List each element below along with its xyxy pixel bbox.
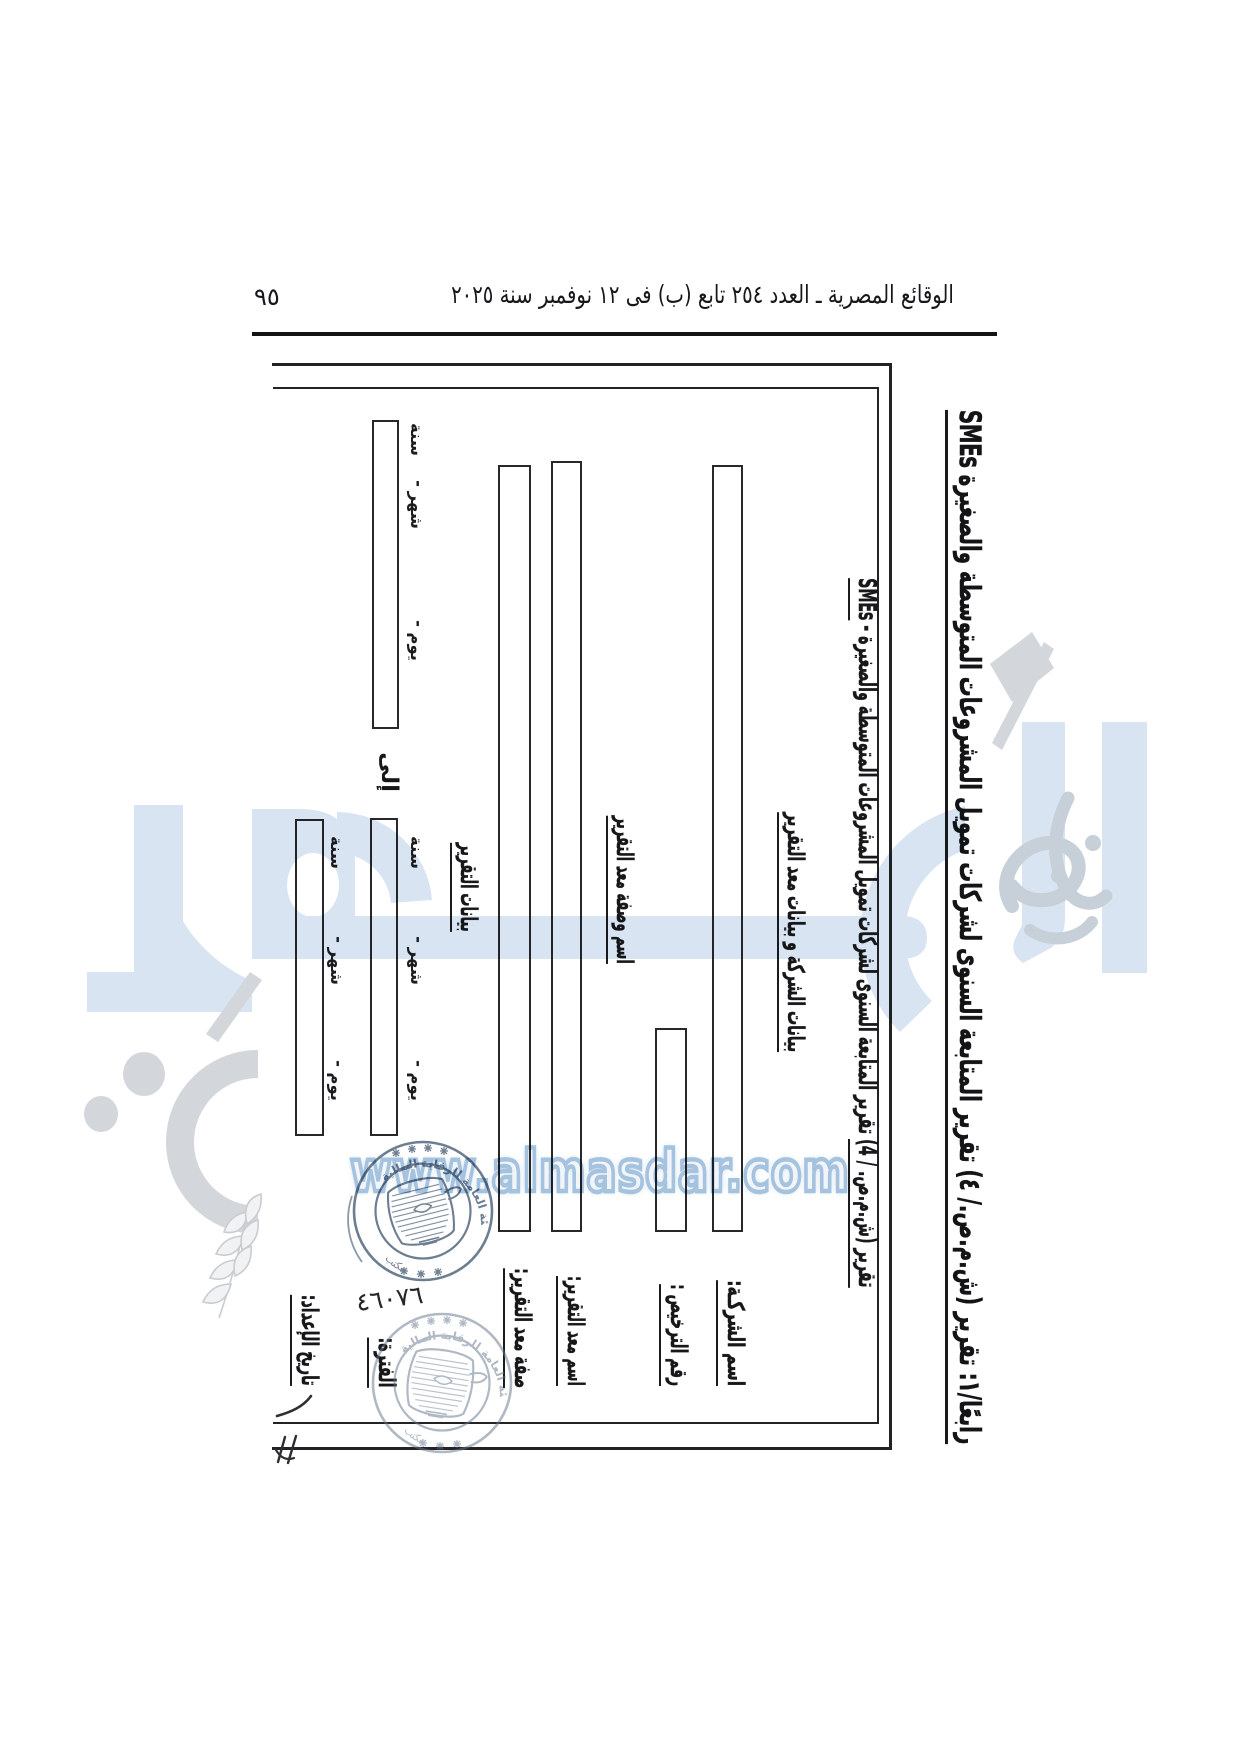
form-inner-title: تقرير (ش.م.ص. / 4) تقرير المتابعة السنوى…: [848, 578, 882, 1288]
section-report-data: بيانات التقرير: [450, 843, 481, 932]
page-number: ٩٥: [254, 283, 280, 311]
license-number-label: رقم الترخيص :: [659, 1284, 691, 1386]
section-preparer: اسم وصفة معد التقرير: [606, 816, 637, 964]
header-rule: [252, 332, 997, 336]
period-from-field[interactable]: [370, 818, 398, 1136]
period-label: الفترة:: [367, 1338, 399, 1388]
unit-dash: -: [329, 1060, 348, 1067]
period-to-label: إلى: [376, 752, 402, 792]
unit-month: شهر: [407, 491, 426, 529]
unit-dash: -: [409, 480, 428, 487]
company-name-field[interactable]: [712, 465, 743, 1232]
period-to-field[interactable]: [372, 420, 399, 729]
prepared-date-field[interactable]: [295, 819, 324, 1136]
unit-year: سنة: [327, 836, 346, 869]
gazette-header-title: الوقائع المصرية ـ العدد ٢٥٤ تابع (ب) فى …: [451, 280, 954, 309]
unit-dash: -: [409, 620, 428, 627]
section-company-data: بيانات الشركة و بيانات معد التقرير: [777, 812, 808, 1052]
unit-year: سنة: [407, 836, 426, 869]
unit-month: شهر: [407, 947, 426, 985]
unit-dash: -: [329, 936, 348, 943]
inner-title-middle: تقرير المتابعة السنوى لشركات تمويل المشر…: [853, 620, 882, 1140]
form-title: رابعًا/١: تقرير (ش.م.ص./ ٤) تقرير المتاب…: [945, 409, 987, 1444]
preparer-title-field[interactable]: [498, 465, 531, 1232]
unit-dash: -: [409, 1060, 428, 1067]
preparer-title-label: صفة معد التقرير:: [503, 1268, 535, 1388]
inner-title-lead: تقرير (ش.م.ص. / 4): [848, 1139, 882, 1288]
calligraphy-watermark: [999, 791, 1113, 945]
company-name-label: اسم الشركـة:: [716, 1280, 748, 1386]
preparer-name-label: اسم معد التقرير:: [556, 1276, 588, 1386]
unit-day: يوم: [407, 1072, 426, 1101]
smes-annual-report-form: رابعًا/١: تقرير (ش.م.ص./ ٤) تقرير المتاب…: [252, 352, 992, 1552]
license-number-field[interactable]: [655, 1028, 687, 1232]
unit-day: يوم: [407, 632, 426, 661]
unit-month: شهر: [327, 947, 346, 985]
unit-day: يوم: [327, 1072, 346, 1101]
prepared-date-label: تاريخ الإعداد:: [290, 1295, 322, 1386]
preparer-name-field[interactable]: [551, 461, 582, 1232]
unit-dash: -: [409, 936, 428, 943]
unit-year: سنة: [407, 423, 426, 456]
inner-title-tail: SMEs: [848, 578, 882, 621]
